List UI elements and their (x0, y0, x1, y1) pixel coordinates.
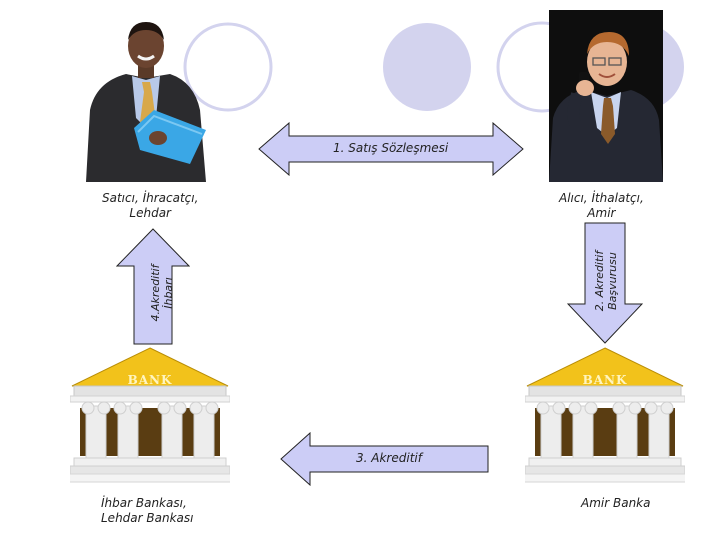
seller-bank-caption: İhbar Bankası, Lehdar Bankası (101, 496, 194, 525)
step3-arrow (280, 432, 489, 486)
buyer-photo (549, 10, 663, 182)
seller-caption: Satıcı, İhracatçı, Lehdar (102, 191, 199, 220)
step1-label: 1. Satış Sözleşmesi (333, 141, 449, 155)
issuing-bank-sign: BANK (582, 373, 628, 387)
bank-building-icon (525, 347, 685, 483)
issuing-bank-image (525, 347, 685, 483)
seller-bank-image (70, 347, 230, 483)
step2-arrow (567, 222, 643, 344)
businessman-on-phone-icon (549, 10, 663, 182)
seller-photo (86, 22, 206, 182)
businessman-with-folder-icon (86, 22, 206, 182)
deco-disc-middle (383, 23, 471, 111)
bank-building-icon (70, 347, 230, 483)
deco-ring-left (183, 22, 273, 112)
seller-bank-sign: BANK (127, 373, 173, 387)
step3-label: 3. Akreditif (356, 451, 422, 465)
step1-arrow (258, 122, 524, 176)
step2-label: 2. Akreditif Başvurusu (593, 250, 619, 312)
buyer-caption: Alıcı, İthalatçı, Amir (559, 191, 644, 220)
step4-arrow (116, 228, 190, 345)
issuing-bank-caption: Amir Banka (581, 496, 651, 510)
step4-label: 4.Akreditif İhbarı (149, 264, 175, 322)
